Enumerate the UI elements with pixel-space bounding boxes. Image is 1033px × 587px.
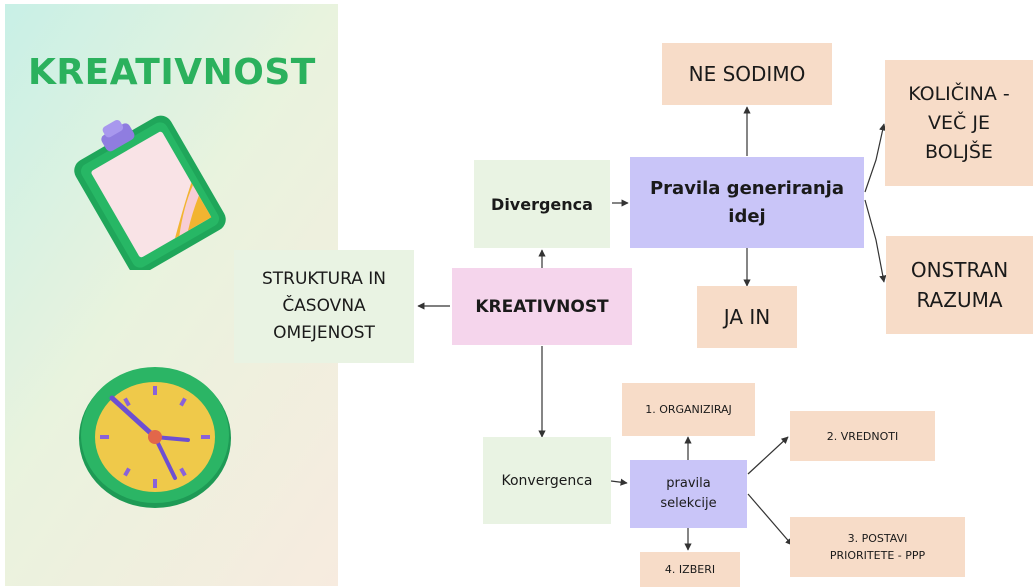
node-quantity: KOLIČINA - VEČ JE BOLJŠE — [885, 60, 1033, 186]
node-convergence: Konvergenca — [483, 437, 611, 524]
node-organize: 1. ORGANIZIRAJ — [622, 383, 755, 436]
node-creativity-center: KREATIVNOST — [452, 268, 632, 345]
clipboard-icon — [74, 115, 226, 270]
node-selection-rules: pravila selekcije — [630, 460, 747, 528]
node-no-judging: NE SODIMO — [662, 43, 832, 105]
node-divergence: Divergenca — [474, 160, 610, 248]
page-title: KREATIVNOST — [28, 52, 316, 93]
clock-icon — [79, 367, 231, 508]
node-beyond-reason: ONSTRAN RAZUMA — [886, 236, 1033, 334]
node-generation-rules: Pravila generiranja idej — [630, 157, 864, 248]
node-structure: STRUKTURA IN ČASOVNA OMEJENOST — [234, 250, 414, 363]
node-choose: 4. IZBERI — [640, 552, 740, 587]
node-evaluate: 2. VREDNOTI — [790, 411, 935, 461]
node-yes-and: JA IN — [697, 286, 797, 348]
node-prioritize: 3. POSTAVI PRIORITETE - PPP — [790, 517, 965, 577]
